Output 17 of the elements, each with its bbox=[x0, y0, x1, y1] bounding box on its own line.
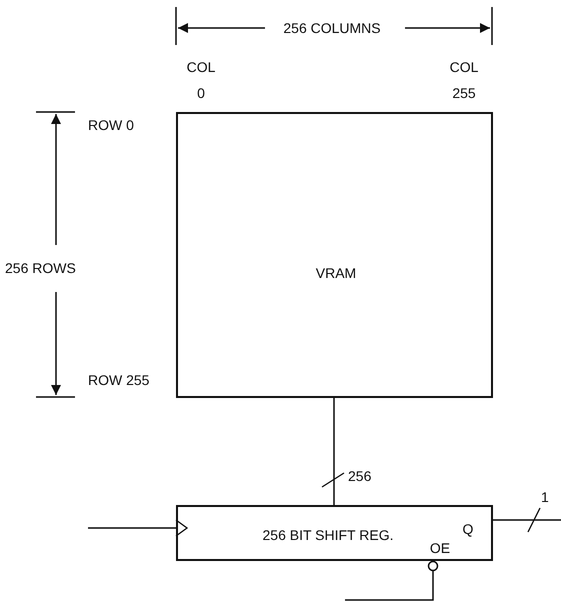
pin-label: Q bbox=[462, 521, 474, 537]
memory-array-box bbox=[176, 112, 493, 398]
inverted-input-line bbox=[345, 560, 438, 601]
bus-line bbox=[333, 398, 335, 505]
pin-label: OE bbox=[430, 540, 450, 556]
memory-label: VRAM bbox=[316, 265, 356, 281]
shift-register-box bbox=[176, 505, 493, 561]
row-label: ROW 0 bbox=[88, 116, 134, 135]
signal-line bbox=[88, 519, 188, 537]
edge-label: 1 bbox=[539, 489, 551, 505]
row-label: ROW 255 bbox=[88, 371, 150, 390]
edge-label: 256 bbox=[346, 468, 374, 484]
column-label: COL 255 bbox=[449, 58, 479, 103]
dimension-label: 256 ROWS bbox=[5, 259, 76, 278]
bus-line bbox=[493, 519, 561, 521]
register-label: 256 BIT SHIFT REG. bbox=[262, 527, 394, 543]
column-label: COL 0 bbox=[186, 58, 216, 103]
